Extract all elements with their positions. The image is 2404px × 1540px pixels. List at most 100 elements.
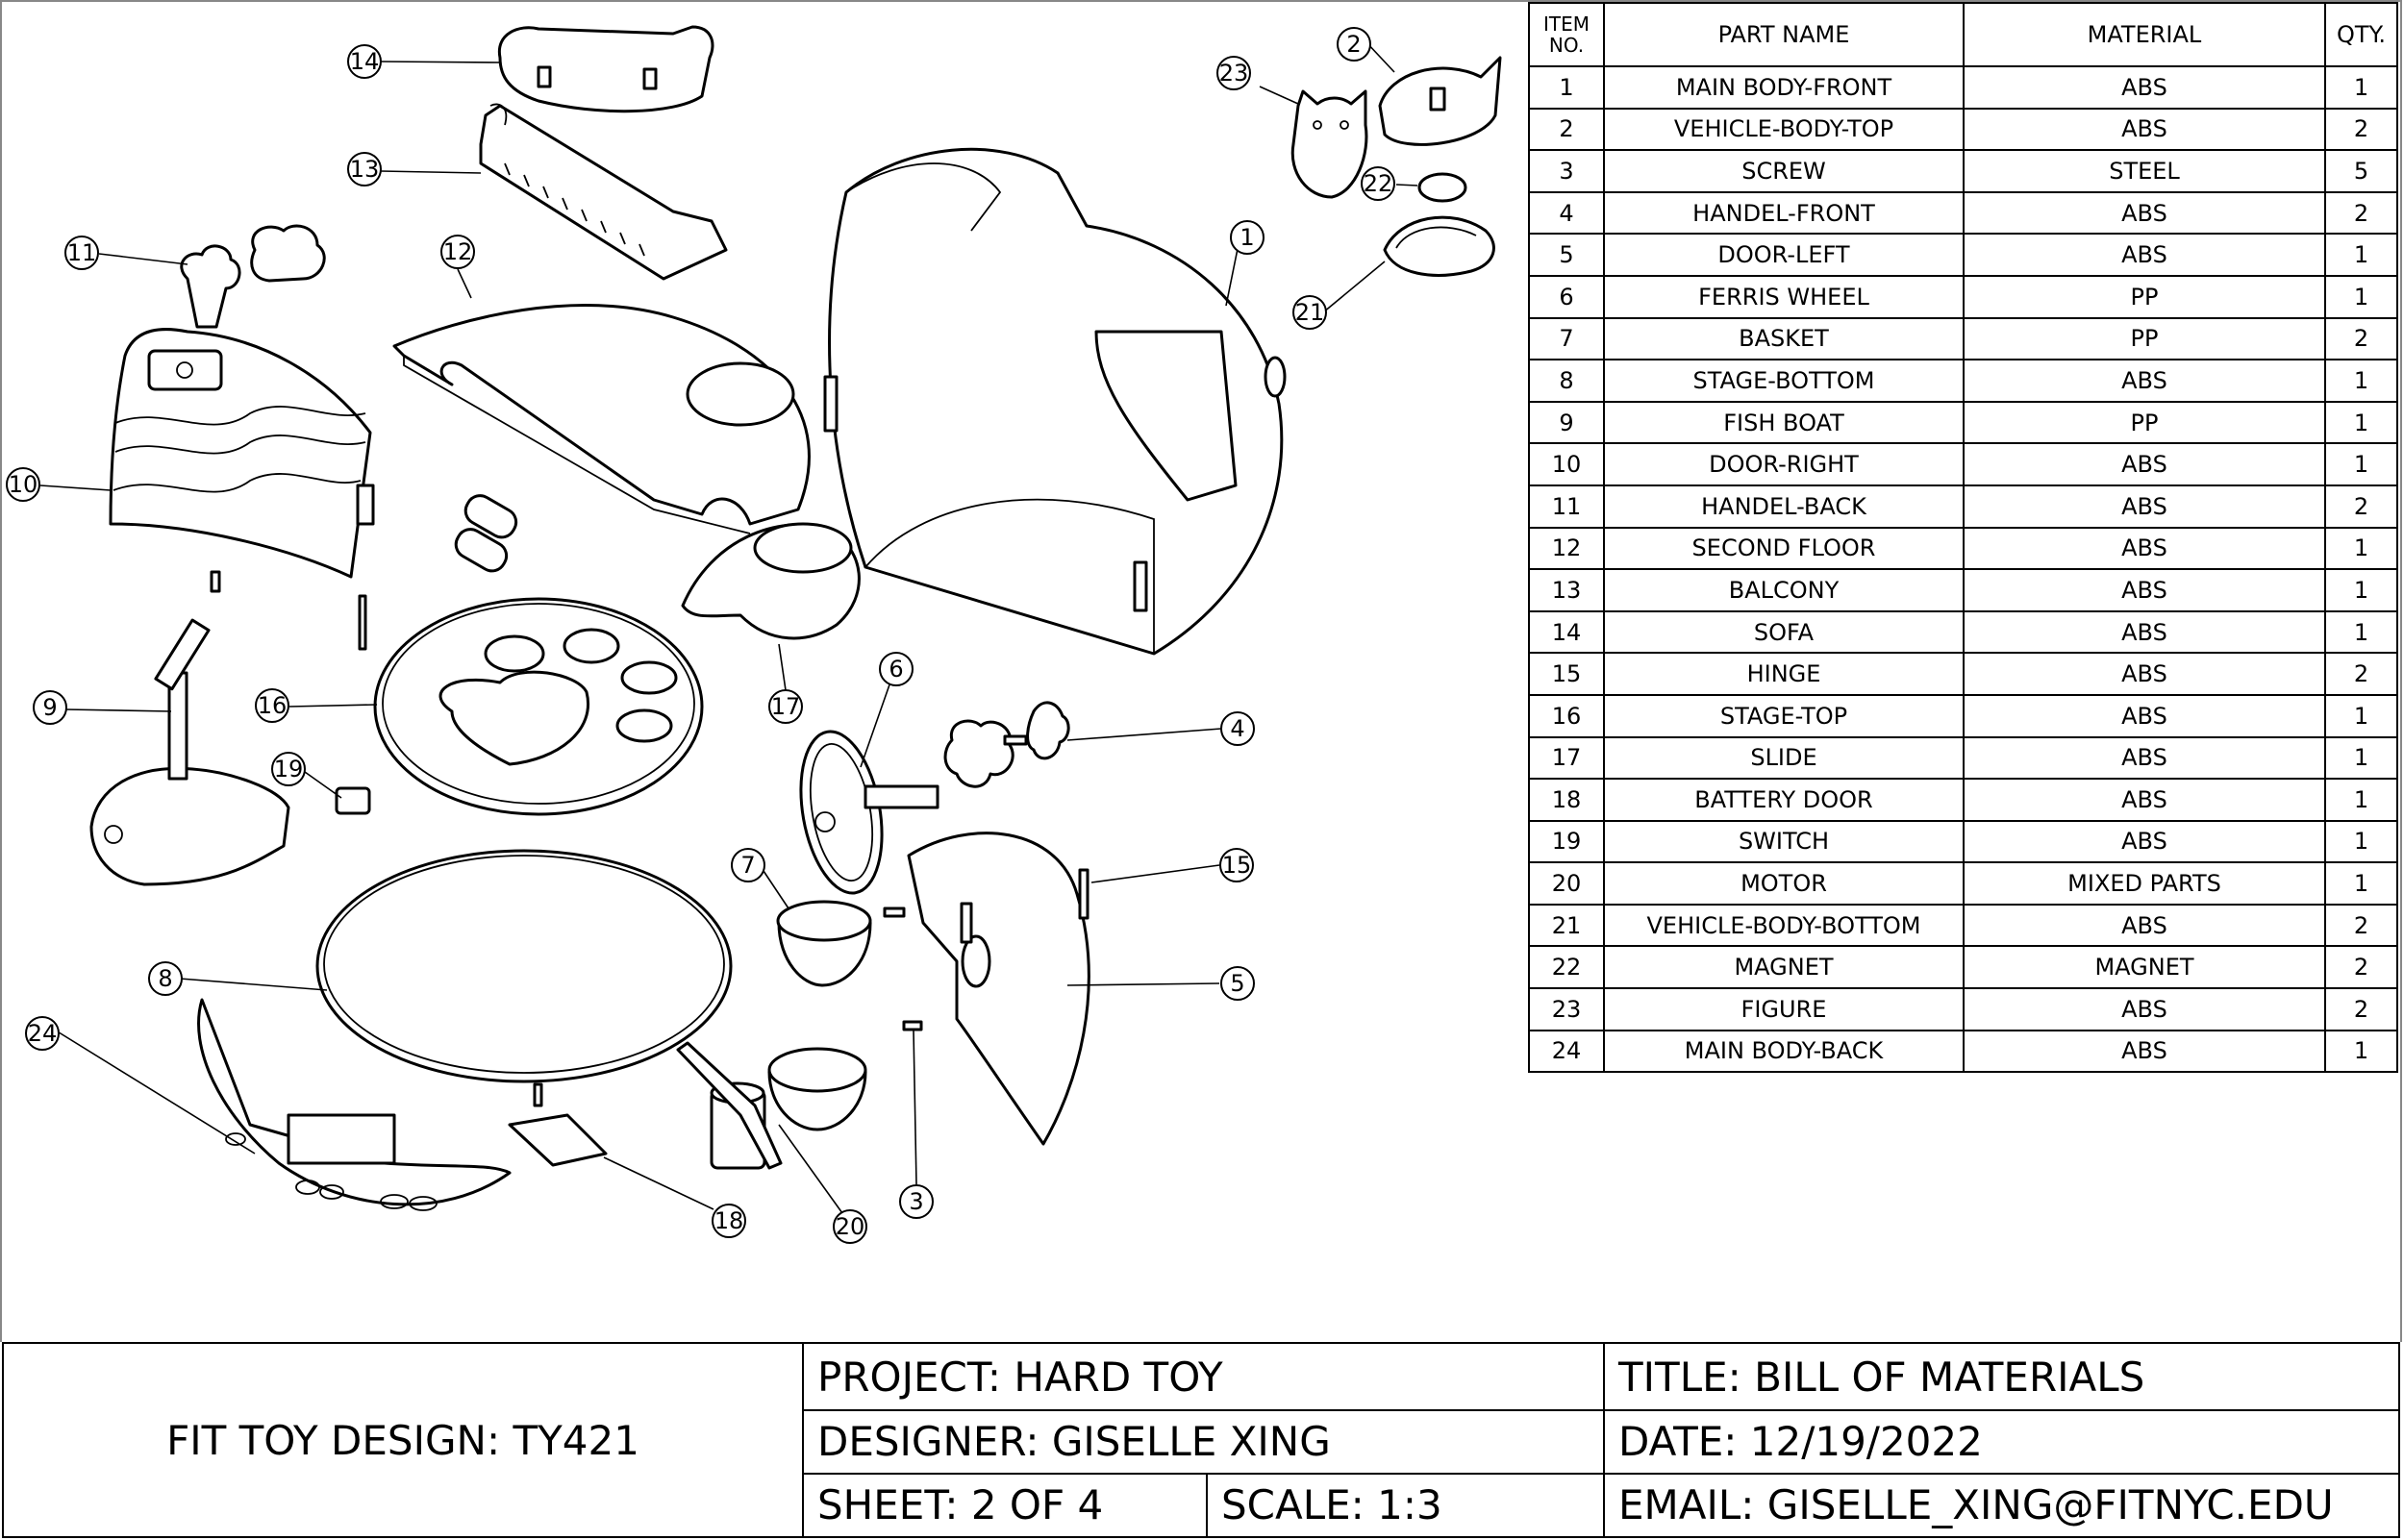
cell-material: ABS	[1963, 778, 2326, 822]
cell-item-no: 10	[1528, 442, 1605, 486]
cell-qty: 2	[2324, 484, 2398, 529]
exploded-assembly-view: 1 2 3 4 5 6 7 8 9 10 11 12 13 14 15 16 1…	[0, 0, 2402, 1342]
cell-qty: 1	[2324, 359, 2398, 403]
cell-part-name: MAIN BODY-FRONT	[1603, 65, 1965, 110]
balloon-15: 15	[1219, 848, 1254, 882]
cell-qty: 2	[2324, 903, 2398, 948]
cell-material: ABS	[1963, 819, 2326, 864]
cell-material: ABS	[1963, 442, 2326, 486]
cell-item-no: 6	[1528, 274, 1605, 319]
cell-material: ABS	[1963, 735, 2326, 781]
cell-part-name: STAGE-TOP	[1603, 693, 1965, 738]
balloon-1: 1	[1230, 220, 1265, 255]
cell-qty: 1	[2324, 233, 2398, 277]
svg-text:21: 21	[1295, 299, 1325, 326]
cell-qty: 1	[2324, 819, 2398, 864]
cell-part-name: MAIN BODY-BACK	[1603, 1029, 1965, 1074]
cell-part-name: DOOR-LEFT	[1603, 233, 1965, 277]
cell-part-name: SWITCH	[1603, 819, 1965, 864]
part-handel-back	[180, 224, 326, 329]
cell-material: ABS	[1963, 693, 2326, 738]
svg-text:11: 11	[67, 239, 97, 266]
cell-item-no: 9	[1528, 400, 1605, 445]
balloon-6: 6	[879, 652, 914, 686]
svg-text:13: 13	[350, 156, 380, 183]
cell-part-name: DOOR-RIGHT	[1603, 442, 1965, 486]
svg-text:5: 5	[1230, 970, 1244, 997]
cell-item-no: 2	[1528, 107, 1605, 152]
cell-item-no: 22	[1528, 945, 1605, 990]
cell-material: ABS	[1963, 987, 2326, 1031]
svg-text:9: 9	[42, 694, 57, 721]
balloon-3: 3	[899, 1184, 934, 1219]
cell-part-name: SOFA	[1603, 609, 1965, 655]
balloon-16: 16	[255, 688, 289, 723]
svg-text:4: 4	[1230, 715, 1244, 742]
part-batteries	[454, 494, 518, 573]
svg-text:12: 12	[443, 238, 473, 265]
header-part-name: PART NAME	[1603, 2, 1965, 67]
part-figure	[1290, 89, 1368, 199]
designer-label: DESIGNER: GISELLE XING	[817, 1417, 1331, 1465]
part-hinge-pin	[358, 594, 367, 651]
cell-part-name: BALCONY	[1603, 568, 1965, 612]
part-handel-front	[943, 701, 1070, 788]
balloon-18: 18	[712, 1204, 746, 1238]
cell-qty: 1	[2324, 568, 2398, 612]
balloon-7: 7	[731, 848, 765, 882]
cell-item-no: 18	[1528, 778, 1605, 822]
cell-material: ABS	[1963, 568, 2326, 612]
cell-item-no: 3	[1528, 149, 1605, 193]
title-label: TITLE: BILL OF MATERIALS	[1618, 1353, 2145, 1401]
cell-item-no: 24	[1528, 1029, 1605, 1074]
cell-qty: 1	[2324, 609, 2398, 655]
cell-material: ABS	[1963, 652, 2326, 696]
cell-qty: 5	[2324, 149, 2398, 193]
part-slide	[681, 522, 861, 640]
cell-item-no: 23	[1528, 987, 1605, 1031]
balloon-14: 14	[347, 44, 382, 79]
cell-qty: 2	[2324, 316, 2398, 361]
part-vehicle-body-bottom	[1383, 215, 1495, 277]
cell-part-name: BATTERY DOOR	[1603, 778, 1965, 822]
part-screw-3	[902, 1020, 923, 1031]
part-door-right	[109, 328, 375, 579]
cell-item-no: 20	[1528, 861, 1605, 906]
cell-material: ABS	[1963, 1029, 2326, 1074]
svg-text:3: 3	[909, 1188, 923, 1215]
cell-item-no: 14	[1528, 609, 1605, 655]
cell-qty: 2	[2324, 987, 2398, 1031]
cell-part-name: FISH BOAT	[1603, 400, 1965, 445]
part-ferris-wheel	[799, 730, 939, 895]
cell-qty: 2	[2324, 190, 2398, 236]
balloon-10: 10	[6, 467, 40, 502]
cell-qty: 2	[2324, 652, 2398, 696]
part-stage-bottom	[315, 849, 733, 1083]
cell-item-no: 17	[1528, 735, 1605, 781]
title-block: FIT TOY DESIGN: TY421 PROJECT: HARD TOY …	[2, 1342, 2400, 1538]
cell-material: MIXED PARTS	[1963, 861, 2326, 906]
cell-material: PP	[1963, 400, 2326, 445]
cell-material: MAGNET	[1963, 945, 2326, 990]
cell-item-no: 1	[1528, 65, 1605, 110]
svg-text:10: 10	[9, 471, 38, 498]
cell-part-name: HANDEL-BACK	[1603, 484, 1965, 529]
cell-part-name: HANDEL-FRONT	[1603, 190, 1965, 236]
cell-part-name: VEHICLE-BODY-TOP	[1603, 107, 1965, 152]
balloon-19: 19	[271, 752, 306, 786]
part-basket	[767, 900, 872, 1131]
